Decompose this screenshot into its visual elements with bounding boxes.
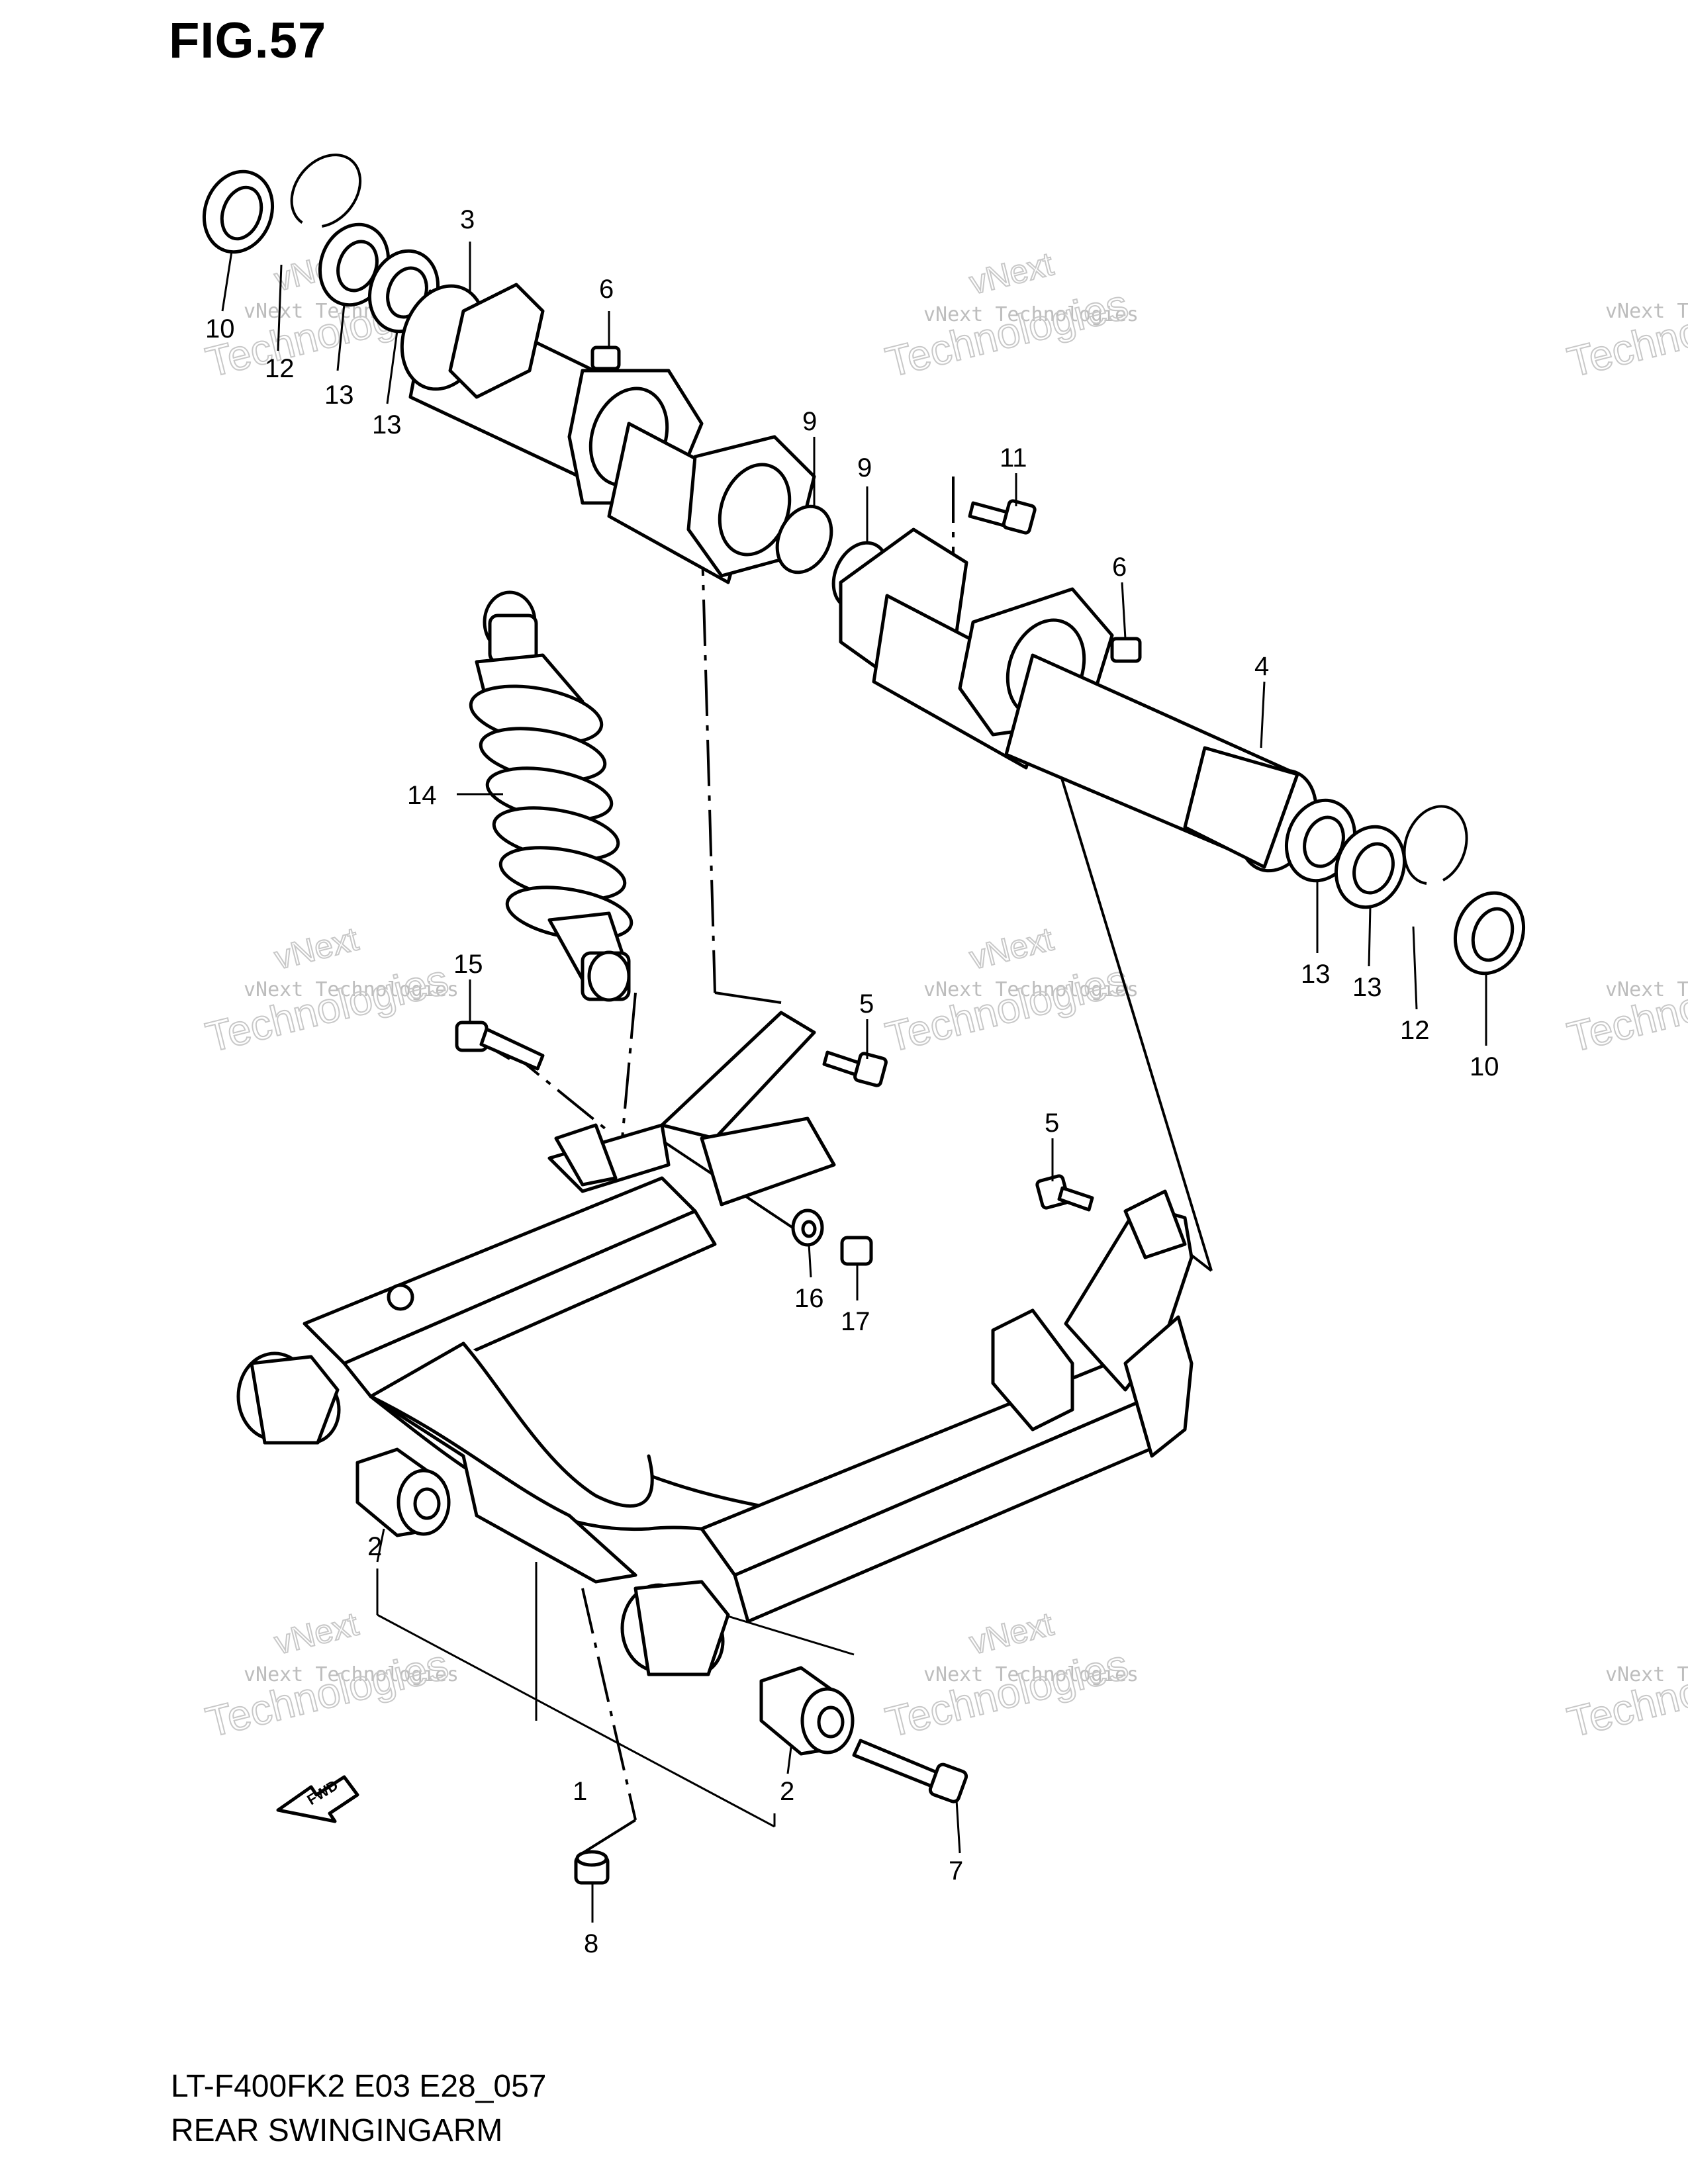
svg-text:vNext: vNext <box>966 245 1057 301</box>
part-7-bolt <box>852 1739 968 1803</box>
svg-text:vNext Technologies: vNext Technologies <box>1605 978 1688 1001</box>
callout-2-right: 2 <box>780 1777 794 1806</box>
callout-11: 11 <box>1000 443 1027 473</box>
callout-4: 4 <box>1254 652 1269 681</box>
callout-1: 1 <box>573 1777 587 1806</box>
watermark-2: vNext vNext Technologies Technologies <box>880 244 1139 387</box>
model-code: LT-F400FK2 E03 E28_057 <box>171 2069 547 2104</box>
callout-13-right-a: 13 <box>1301 960 1331 989</box>
svg-text:vNext Technologies: vNext Technologies <box>1605 1663 1688 1686</box>
figure-label: FIG.57 <box>169 13 327 69</box>
callout-7: 7 <box>949 1856 963 1886</box>
svg-text:vNext: vNext <box>966 1605 1057 1661</box>
part-15-bolt <box>455 1021 545 1071</box>
svg-text:vNext Technologies: vNext Technologies <box>923 303 1139 326</box>
callout-17: 17 <box>841 1307 870 1336</box>
part-12-circlip-right <box>1403 805 1468 885</box>
watermark-9: vNext Technologies Technologies <box>1562 1639 1688 1747</box>
callout-12-right: 12 <box>1400 1016 1430 1045</box>
part-8-nut <box>574 1850 610 1885</box>
part-5-bolt-upper <box>822 1050 888 1087</box>
part-14-shock-absorber <box>469 590 633 1002</box>
part-10-oil-seal-left <box>202 169 275 254</box>
callout-5-upper: 5 <box>859 989 874 1019</box>
section-title: REAR SWINGINGARM <box>171 2113 503 2148</box>
callout-13-right-b: 13 <box>1352 973 1382 1002</box>
part-4-axle-housing-right <box>839 527 1318 873</box>
callout-9-left: 9 <box>802 407 817 436</box>
svg-text:vNext Technologies: vNext Technologies <box>923 978 1139 1001</box>
part-9-o-ring-left <box>775 504 833 574</box>
svg-text:vNext: vNext <box>271 920 362 976</box>
callout-2-left: 2 <box>367 1532 382 1561</box>
part-13-bearing-right-b <box>1334 825 1407 909</box>
svg-text:Technologies: Technologies <box>881 1640 1133 1746</box>
callout-3: 3 <box>460 205 475 234</box>
callout-6-right: 6 <box>1112 553 1127 582</box>
part-2-bushing-right <box>759 1666 855 1756</box>
callout-10-left: 10 <box>205 314 235 343</box>
callout-12-left: 12 <box>265 354 295 383</box>
svg-text:Technologies: Technologies <box>1563 280 1688 386</box>
callout-13-left-b: 13 <box>372 410 402 439</box>
watermark-5: vNext vNext Technologies Technologies <box>880 919 1139 1062</box>
callout-10-right: 10 <box>1470 1052 1499 1081</box>
callout-9-right: 9 <box>857 453 872 482</box>
svg-text:vNext Technologies: vNext Technologies <box>1605 300 1688 323</box>
svg-text:vNext Technologies: vNext Technologies <box>923 1663 1139 1686</box>
fwd-arrow: FWD <box>276 1775 359 1823</box>
svg-text:Technologies: Technologies <box>1563 1640 1688 1746</box>
part-3-axle-housing-left <box>400 283 816 584</box>
part-6-nut-right <box>1110 637 1142 663</box>
svg-text:vNext Technologies: vNext Technologies <box>244 1663 459 1686</box>
callout-15: 15 <box>453 950 483 979</box>
watermark-7: vNext vNext Technologies Technologies <box>201 1604 459 1747</box>
callout-6-left: 6 <box>599 275 614 304</box>
part-16-washer <box>791 1208 824 1247</box>
callout-16: 16 <box>794 1284 824 1313</box>
callout-13-left-a: 13 <box>324 381 354 410</box>
callout-5-lower: 5 <box>1045 1109 1059 1138</box>
svg-text:Technologies: Technologies <box>881 280 1133 386</box>
part-6-nut-top-left <box>590 345 621 371</box>
svg-text:Technologies: Technologies <box>1563 955 1688 1061</box>
watermark-8: vNext vNext Technologies Technologies <box>880 1604 1139 1747</box>
part-2-bushing-left <box>355 1447 451 1537</box>
watermark-3: vNext Technologies Technologies <box>1562 279 1688 387</box>
watermark-6: vNext Technologies Technologies <box>1562 954 1688 1062</box>
shock-spring <box>469 684 633 941</box>
svg-text:vNext: vNext <box>966 920 1057 976</box>
part-1-swingarm <box>236 1011 1194 1676</box>
svg-text:vNext: vNext <box>271 1605 362 1661</box>
part-5-bolt-lower <box>1035 1174 1094 1212</box>
part-17-nut <box>840 1236 873 1266</box>
part-10-oil-seal-right <box>1453 891 1526 976</box>
part-12-circlip-left <box>290 154 362 228</box>
callout-14: 14 <box>407 781 437 810</box>
part-11-bolt <box>968 499 1037 535</box>
svg-text:vNext Technologies: vNext Technologies <box>244 978 459 1001</box>
leader-lines <box>221 242 1487 1923</box>
svg-text:Technologies: Technologies <box>201 1640 453 1746</box>
callout-labels: 10 12 13 13 3 6 9 9 11 6 4 14 13 13 12 1… <box>205 205 1499 1958</box>
callout-8: 8 <box>584 1929 598 1958</box>
svg-text:Technologies: Technologies <box>881 955 1133 1061</box>
watermark-4: vNext vNext Technologies Technologies <box>201 919 459 1062</box>
svg-text:Technologies: Technologies <box>201 955 453 1061</box>
